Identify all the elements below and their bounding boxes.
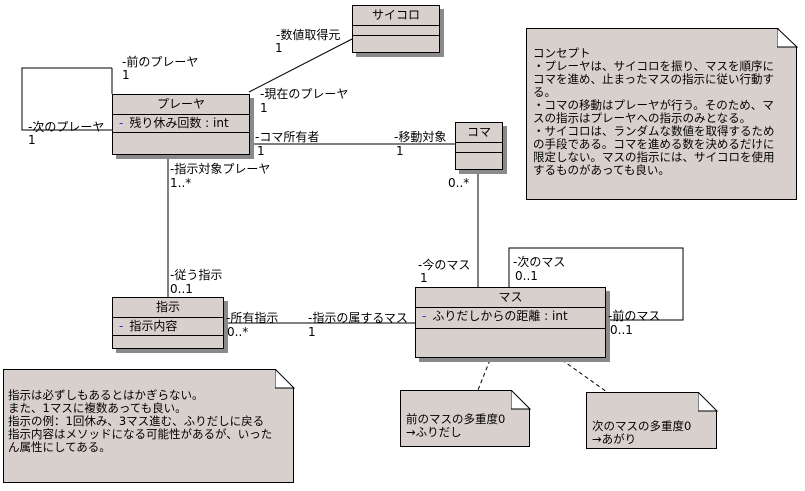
- next-masu-role-label: -次のマス: [513, 255, 566, 269]
- concept-note-fold: [777, 28, 798, 48]
- concept-line-4: ・コマの移動はプレーヤが行う。そのため、マ: [533, 98, 774, 112]
- class-dice-name: サイコロ: [353, 6, 439, 26]
- prev-masu-note[interactable]: 前のマスの多重度0 →ふりだし: [400, 390, 530, 447]
- instruction-note-line-3: 指示内容はメソッドになる可能性があるが、いった: [8, 427, 273, 441]
- dice-mult-label: 1: [275, 41, 283, 55]
- current-player-mult-label: 1: [260, 101, 268, 115]
- class-instruction-operations: [113, 336, 223, 346]
- next-note-line-0: 次のマスの多重度0: [592, 419, 692, 433]
- koma-owner-role-label: -コマ所有者: [255, 130, 320, 144]
- class-instruction[interactable]: 指示 -指示内容: [112, 297, 224, 349]
- current-player-role-label: -現在のプレーヤ: [260, 87, 349, 101]
- prev-note-line-1: →ふりだし: [406, 425, 462, 439]
- next-note-line-1: →あがり: [592, 432, 637, 446]
- concept-note[interactable]: コンセプト ・プレーヤは、サイコロを振り、マスを順序に コマを進め、止まったマス…: [526, 28, 797, 200]
- current-masu-mult-label: 1: [420, 271, 428, 285]
- visibility-marker: -: [119, 319, 124, 333]
- instruction-note-fold: [275, 369, 296, 389]
- concept-line-5: スの指示はプレーヤへの指示のみとなる。: [533, 111, 752, 125]
- class-dice[interactable]: サイコロ: [352, 5, 440, 53]
- next-player-mult-label: 1: [28, 133, 36, 147]
- player-attribute: -残り休み回数 : int: [113, 115, 249, 132]
- owned-instruction-role-label: -所有指示: [226, 311, 279, 325]
- belong-masu-mult-label: 1: [308, 325, 316, 339]
- target-player-mult-label: 1..*: [170, 176, 192, 190]
- prev-masu-role-label: -前のマス: [608, 309, 661, 323]
- prev-masu-mult-label: 0..1: [610, 323, 633, 337]
- current-masu-role-label: -今のマス: [418, 258, 471, 272]
- masu-attribute: -ふりだしからの距離 : int: [416, 308, 605, 325]
- class-player-name: プレーヤ: [113, 95, 249, 115]
- next-masu-note[interactable]: 次のマスの多重度0 →あがり: [586, 392, 717, 449]
- move-target-mult-label: 1: [396, 144, 404, 158]
- class-masu-name: マス: [416, 288, 605, 308]
- instruction-note-line-2: 指示の例：1回休み、3マス進む、ふりだしに戻る: [8, 414, 265, 428]
- class-koma-attributes: [456, 143, 502, 153]
- concept-line-0: コンセプト: [533, 46, 591, 60]
- class-player[interactable]: プレーヤ -残り休み回数 : int: [112, 94, 250, 155]
- concept-line-8: 限定しない。マスの指示には、サイコロを使用: [533, 150, 775, 164]
- target-player-role-label: -指示対象プレーヤ: [170, 162, 271, 176]
- class-instruction-attributes: -指示内容: [113, 318, 223, 336]
- next-note-anchor: [561, 359, 608, 393]
- class-koma[interactable]: コマ: [455, 122, 503, 170]
- follow-instruction-role-label: -従う指示: [170, 268, 223, 282]
- concept-line-2: コマを進め、止まったマスの指示に従い行動す: [533, 72, 775, 86]
- instruction-note-line-0: 指示は必ずしもあるとはかぎらない。: [8, 388, 204, 402]
- instruction-attribute: -指示内容: [113, 318, 223, 335]
- class-instruction-name: 指示: [113, 298, 223, 318]
- class-player-operations: [113, 133, 249, 143]
- class-masu[interactable]: マス -ふりだしからの距離 : int: [415, 287, 606, 358]
- concept-line-1: ・プレーヤは、サイコロを振り、マスを順序に: [533, 59, 775, 73]
- class-masu-operations: [416, 329, 605, 339]
- player-self-line-outer: [21, 67, 112, 131]
- instruction-note-line-1: また、1マスに複数あっても良い。: [8, 401, 187, 415]
- masu-attribute-text: ふりだしからの距離 : int: [432, 309, 568, 323]
- dice-role-label: -数値取得元: [276, 28, 341, 42]
- masu-self-line: [508, 247, 684, 321]
- instruction-note-line-4: ん属性にしてある。: [8, 440, 111, 454]
- koma-on-masu-mult-label: 0..*: [448, 176, 470, 190]
- belong-masu-role-label: -指示の属するマス: [308, 311, 408, 325]
- prev-note-anchor: [477, 359, 491, 391]
- prev-masu-note-fold: [511, 390, 532, 410]
- owned-instruction-mult-label: 0..*: [227, 325, 249, 339]
- prev-player-role-label: -前のプレーヤ: [122, 55, 199, 69]
- concept-line-3: る。: [533, 85, 556, 99]
- concept-line-9: するものがあっても良い。: [533, 163, 670, 177]
- class-dice-attributes: [353, 26, 439, 36]
- next-player-role-label: -次のプレーヤ: [28, 120, 105, 134]
- class-koma-name: コマ: [456, 123, 502, 143]
- instruction-attribute-text: 指示内容: [129, 319, 178, 333]
- class-koma-operations: [456, 153, 502, 163]
- move-target-role-label: -移動対象: [394, 130, 447, 144]
- class-player-attributes: -残り休み回数 : int: [113, 115, 249, 133]
- concept-line-6: ・サイコロは、ランダムな数値を取得するため: [533, 124, 775, 138]
- class-dice-operations: [353, 36, 439, 46]
- instruction-note[interactable]: 指示は必ずしもあるとはかぎらない。 また、1マスに複数あっても良い。 指示の例：…: [3, 369, 294, 483]
- concept-line-7: の手段である。コマを進める数を決めるだけに: [533, 137, 775, 151]
- class-masu-attributes: -ふりだしからの距離 : int: [416, 308, 605, 329]
- next-masu-mult-label: 0..1: [515, 269, 538, 283]
- prev-note-line-0: 前のマスの多重度0: [406, 412, 506, 426]
- visibility-marker: -: [422, 309, 427, 323]
- dice-player-line: [248, 38, 353, 93]
- koma-owner-mult-label: 1: [257, 144, 265, 158]
- follow-instruction-mult-label: 0..1: [170, 282, 193, 296]
- prev-player-mult-label: 1: [122, 68, 130, 82]
- player-attribute-text: 残り休み回数 : int: [129, 116, 229, 130]
- next-masu-note-fold: [698, 392, 719, 412]
- visibility-marker: -: [119, 116, 124, 130]
